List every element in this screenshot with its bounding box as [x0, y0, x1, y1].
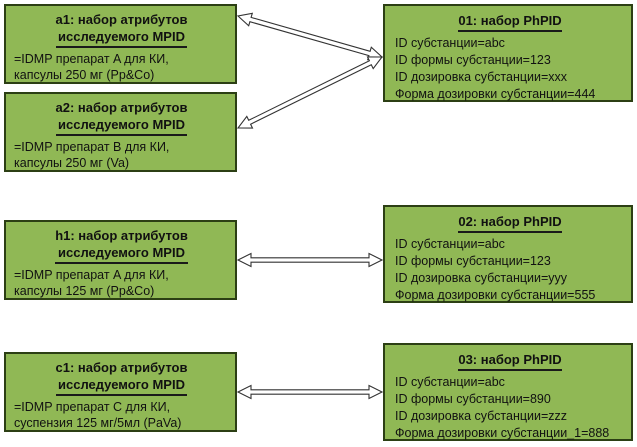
phpid-box-title: 02: набор PhPID [395, 213, 625, 233]
mpid-box-line: =IDMP препарат C для КИ, [14, 400, 171, 414]
connector-a1-01 [236, 12, 384, 61]
phpid-box-line: ID формы субстанции=123 [395, 53, 551, 67]
phpid-box-line: ID дозировка субстанции=yyy [395, 271, 568, 285]
phpid-box-line: Форма дозировки субстанции=555 [395, 288, 596, 302]
phpid-box-01: 01: набор PhPID ID субстанции=abc ID фор… [383, 4, 633, 102]
phpid-box-03: 03: набор PhPID ID субстанции=abc ID фор… [383, 343, 633, 441]
mpid-box-line: =IDMP препарат A для КИ, [14, 52, 169, 66]
phpid-box-line: Форма дозировки субстанции=444 [395, 87, 596, 101]
mpid-box-line: =IDMP препарат A для КИ, [14, 268, 169, 282]
mpid-box-line: =IDMP препарат B для КИ, [14, 140, 170, 154]
mpid-box-line: капсулы 250 мг (Va) [14, 156, 130, 170]
connector-c1-03 [236, 384, 384, 400]
connector-a2-01 [236, 56, 384, 129]
phpid-box-line: ID дозировка субстанции=zzz [395, 409, 568, 423]
mpid-box-line: капсулы 125 мг (Pp&Co) [14, 284, 155, 298]
phpid-box-line: Форма дозировки субстанции_1=888 [395, 426, 610, 440]
phpid-box-title: 03: набор PhPID [395, 351, 625, 371]
phpid-box-line: ID субстанции=abc [395, 36, 505, 50]
phpid-box-title: 01: набор PhPID [395, 12, 625, 32]
connector-h1-02 [236, 252, 384, 268]
phpid-box-line: ID субстанции=abc [395, 237, 505, 251]
mpid-box-line: капсулы 250 мг (Pp&Co) [14, 68, 155, 82]
phpid-box-line: ID субстанции=abc [395, 375, 505, 389]
phpid-box-line: ID дозировка субстанции=xxx [395, 70, 568, 84]
phpid-box-02: 02: набор PhPID ID субстанции=abc ID фор… [383, 205, 633, 303]
phpid-box-line: ID формы субстанции=123 [395, 254, 551, 268]
mpid-box-line: суспензия 125 мг/5мл (PaVa) [14, 416, 182, 430]
phpid-box-line: ID формы субстанции=890 [395, 392, 551, 406]
